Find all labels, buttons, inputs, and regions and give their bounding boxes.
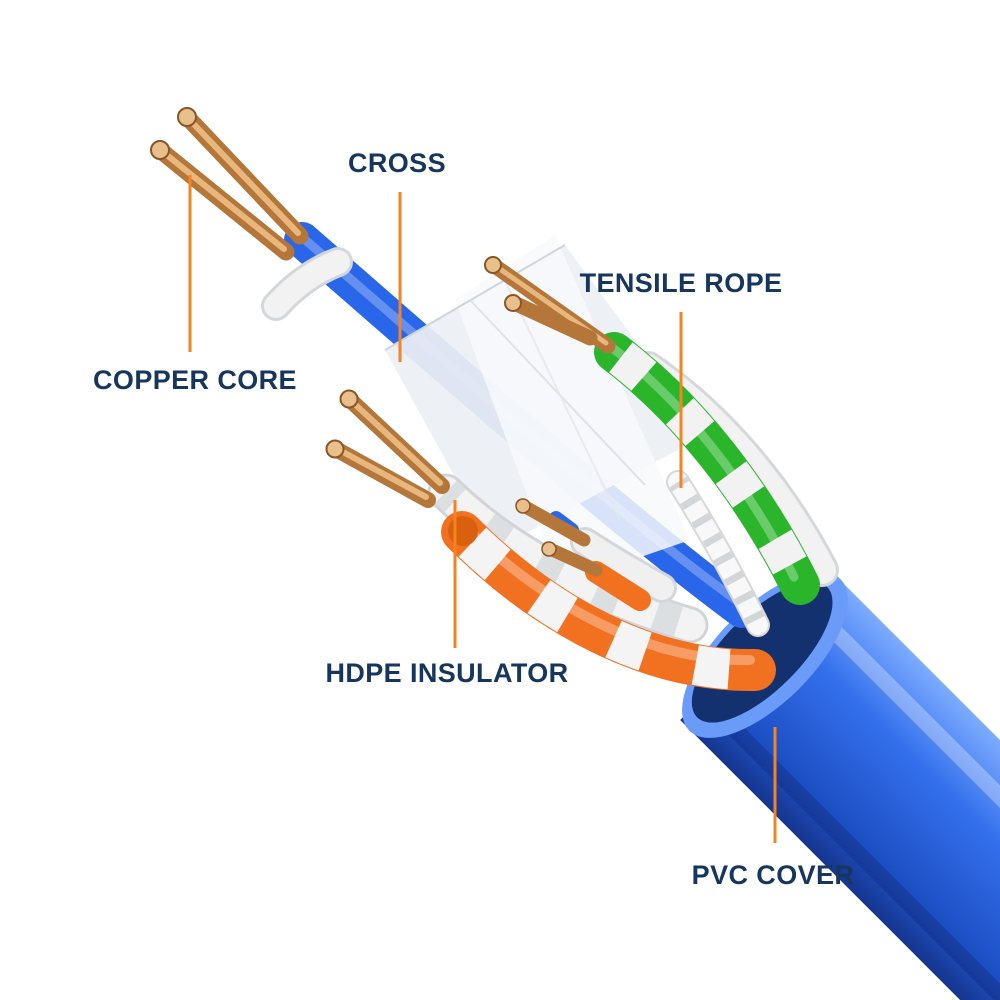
white-wire-twist (435, 480, 695, 640)
tensile-rope-body (668, 472, 768, 635)
copper-core-highlight (155, 145, 287, 252)
copper-core-tip (325, 439, 345, 459)
copper-core-highlight (183, 113, 301, 236)
copper-core-tip (339, 389, 359, 409)
orange-wire-white-twist (447, 517, 756, 691)
copper-core-tip (515, 498, 531, 514)
cross-film-crease (469, 299, 646, 486)
jacket-highlight (824, 621, 1000, 1000)
cross-film-edge (384, 244, 566, 351)
copper-core-tip (150, 140, 170, 160)
orange-wire-pair (441, 511, 776, 692)
label-pvc-cover: PVC COVER (691, 860, 855, 890)
copper-core-strand (515, 498, 591, 547)
jacket-shade (725, 720, 1000, 1000)
cross-film (455, 235, 690, 585)
copper-core-tip (504, 294, 522, 312)
copper-core-highlight (343, 393, 443, 486)
jacket-tube (680, 570, 1000, 1000)
center-wire-stubs (515, 498, 677, 611)
green-wire-white-twist (602, 336, 817, 594)
label-hdpe-insulator: HDPE INSULATOR (325, 658, 569, 688)
leader-lines (188, 175, 777, 843)
white-stub (573, 530, 674, 600)
copper-core-tip (177, 107, 197, 127)
copper-core-tip (541, 541, 557, 557)
copper-core-highlight (329, 443, 429, 500)
green-wire-pair (484, 256, 839, 605)
label-cross: CROSS (347, 148, 447, 178)
tensile-rope (666, 470, 770, 637)
orange-wire-cut-face (448, 516, 478, 546)
label-copper-core: COPPER CORE (93, 365, 297, 395)
pvc-cover-jacket (680, 570, 1000, 1000)
cross-separator (384, 235, 705, 585)
label-tensile-rope: TENSILE ROPE (579, 268, 783, 298)
orange-stub (585, 561, 651, 611)
white-wire-stub (264, 250, 350, 318)
copper-core-strand (504, 294, 598, 346)
copper-core-tip (484, 256, 502, 274)
